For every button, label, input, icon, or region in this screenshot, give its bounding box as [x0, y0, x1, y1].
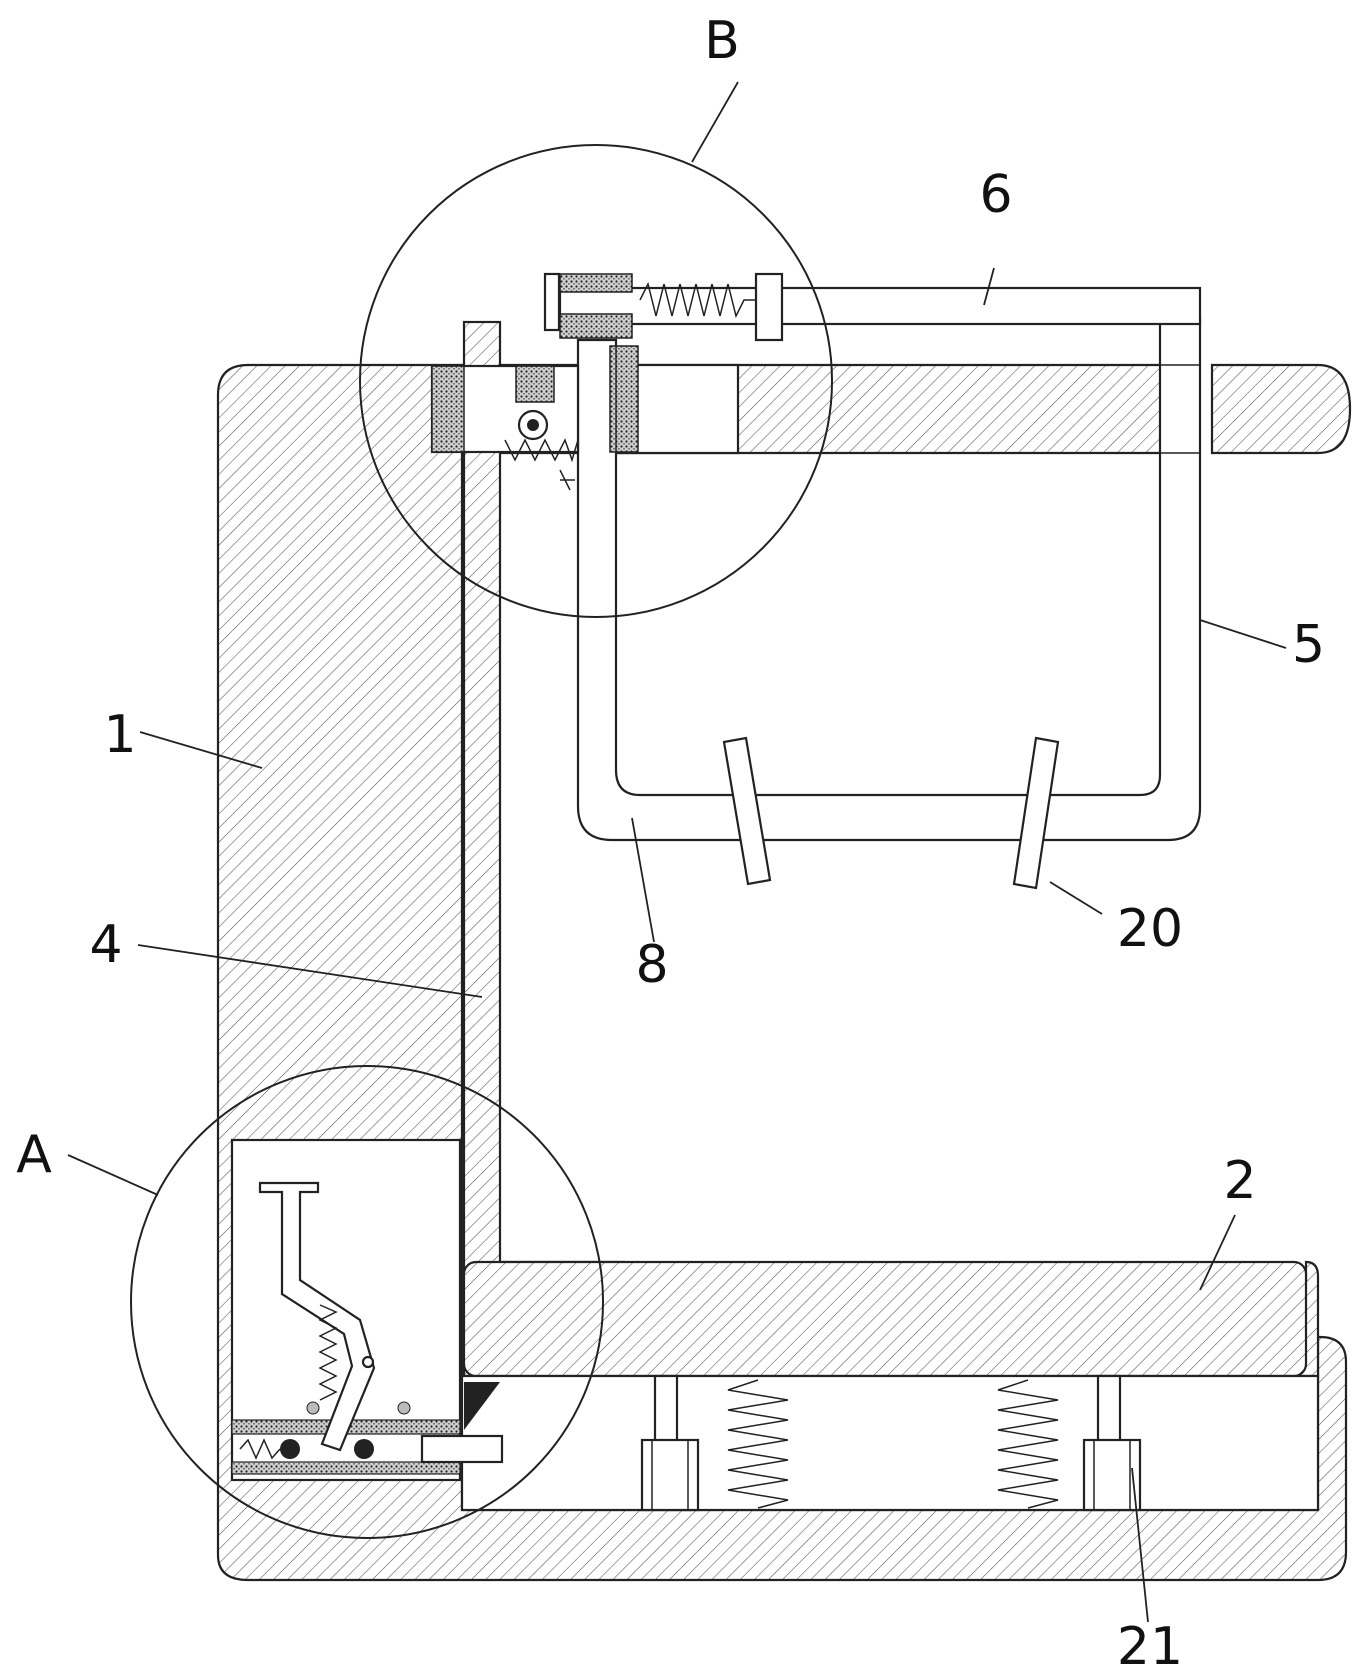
leader-lines [67, 81, 1287, 1623]
plate-2 [462, 1260, 1320, 1378]
gear-box [430, 340, 639, 491]
detail-circle-b [359, 144, 833, 618]
label-8: 8 [635, 935, 668, 995]
label-21: 21 [1117, 1617, 1183, 1675]
bottom-chamber [460, 1374, 1320, 1512]
label-20: 20 [1117, 899, 1183, 959]
label-a: A [16, 1125, 52, 1185]
top-bar-6 [558, 286, 1202, 326]
label-4: 4 [89, 915, 122, 975]
clamp-jaws-20 [722, 736, 1060, 890]
callout-labels: B 6 5 1 4 8 20 2 A 21 [16, 11, 1325, 1675]
top-spring-assembly [543, 272, 784, 342]
label-1: 1 [103, 705, 136, 765]
label-2: 2 [1223, 1151, 1256, 1211]
lower-mechanism [230, 1138, 504, 1482]
top-arm-end [1210, 363, 1352, 455]
detail-circles [130, 144, 833, 1539]
slide-plate-4 [462, 320, 502, 1284]
label-5: 5 [1292, 615, 1325, 675]
label-6: 6 [979, 165, 1012, 225]
label-b: B [704, 11, 740, 71]
detail-circle-a [130, 1065, 604, 1539]
